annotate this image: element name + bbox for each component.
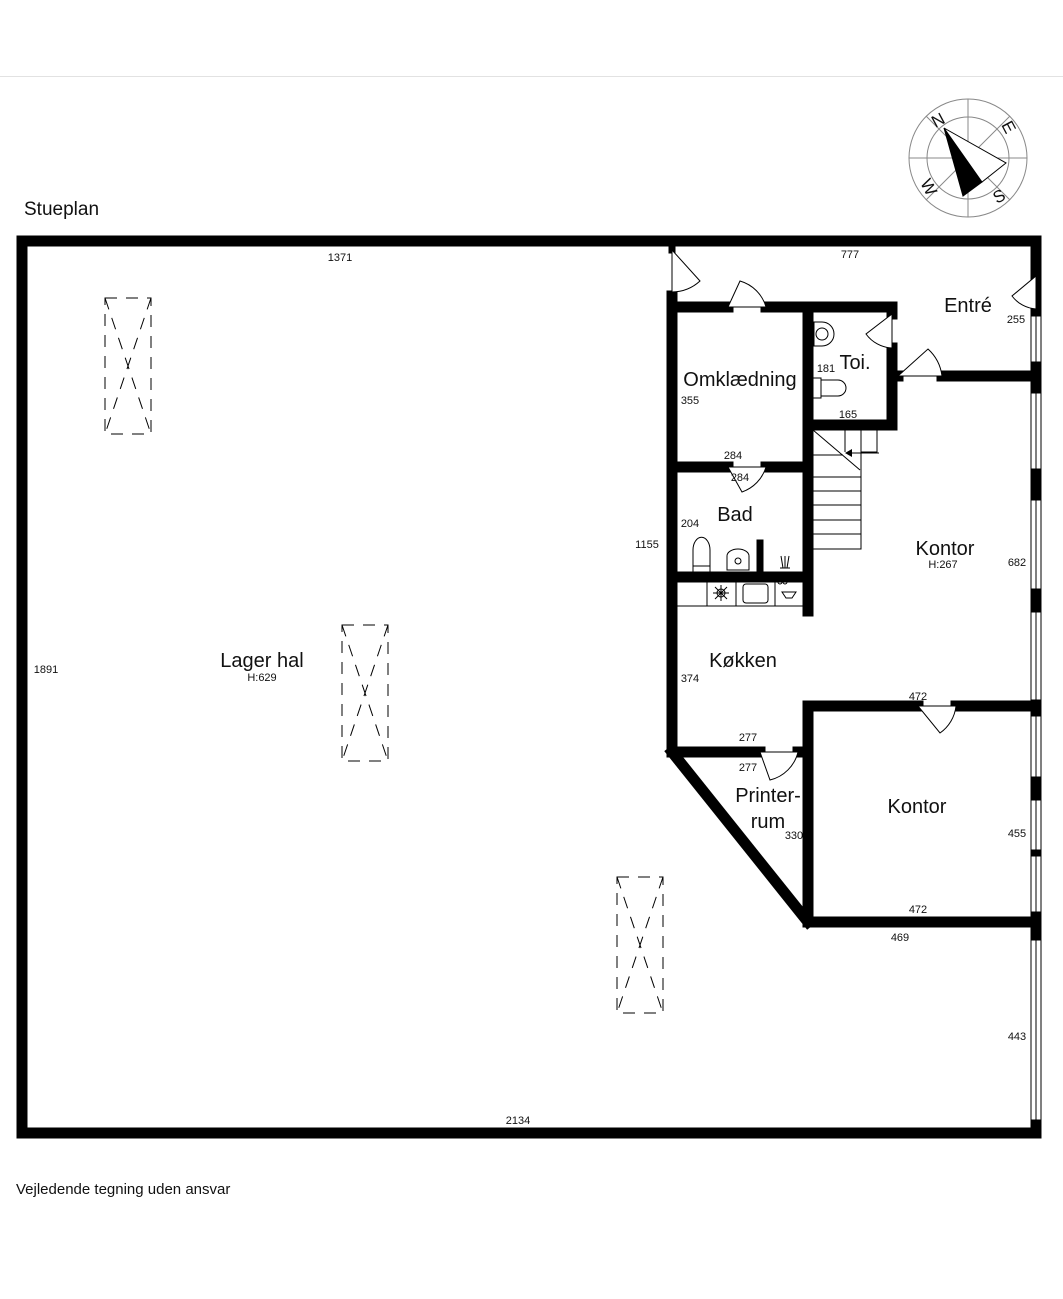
dim-bottom: 2134	[506, 1115, 530, 1127]
room-kontor2-name: Kontor	[888, 796, 947, 818]
plan-title: Stueplan	[24, 199, 100, 220]
room-kontor1-name: Kontor	[916, 538, 975, 560]
doors	[671, 248, 1037, 781]
room-omkl-name: Omklædning	[683, 369, 796, 391]
dim-top-left: 1371	[328, 252, 352, 264]
room-entre-name: Entré	[944, 295, 992, 317]
interior-walls	[664, 245, 1042, 930]
room-kokken-name: Køkken	[709, 650, 777, 672]
dim-kokken-height: 374	[681, 673, 699, 685]
room-bad-name: Bad	[717, 504, 753, 526]
dim-bad-height: 204	[681, 518, 699, 530]
room-toi-name: Toi.	[839, 352, 870, 374]
dim-bad-width: 284	[731, 472, 749, 484]
kitchen-counter	[676, 579, 805, 607]
hall-markings	[104, 297, 664, 1014]
room-printer-name-2: rum	[751, 811, 785, 833]
dim-entre-side: 255	[1007, 314, 1025, 326]
dim-lower-width: 469	[891, 932, 909, 944]
compass-rose-icon: N E S W	[908, 98, 1028, 218]
room-printer-name-1: Printer-	[735, 785, 801, 807]
toilet-fixtures	[812, 321, 847, 399]
dim-kontor2-bottom: 472	[909, 904, 927, 916]
dim-kokken-width: 277	[739, 732, 757, 744]
dim-toi-width: 165	[839, 409, 857, 421]
dim-kontor1-side: 682	[1008, 557, 1026, 569]
dimension-labels: 1371 777 255 355 181 165 284 284 204 115…	[34, 249, 1026, 1127]
room-lager-height: H:629	[247, 672, 276, 684]
dim-top-right: 777	[841, 249, 859, 261]
room-labels: Lager hal H:629 Omklædning Toi. Entré Ba…	[220, 295, 992, 833]
outer-walls	[16, 235, 1042, 1139]
dim-printer-height: 330	[785, 830, 803, 842]
staircase	[812, 429, 879, 550]
dim-lower-side: 443	[1008, 1031, 1026, 1043]
dim-left-height: 1891	[34, 664, 58, 676]
dim-inner-height: 1155	[635, 539, 659, 551]
disclaimer-text: Vejledende tegning uden ansvar	[16, 1181, 231, 1198]
header-divider	[0, 76, 1063, 77]
room-kontor1-height: H:267	[928, 559, 957, 571]
windows	[1030, 315, 1042, 1121]
compass-w-label: W	[916, 176, 940, 199]
dim-kontor2-top: 472	[909, 691, 927, 703]
dim-toi-height: 181	[817, 363, 835, 375]
bathroom-fixtures	[692, 536, 790, 575]
dim-omkl-height: 355	[681, 395, 699, 407]
dim-omkl-width: 284	[724, 450, 742, 462]
dim-kontor2-side: 455	[1008, 828, 1026, 840]
dim-printer-width: 277	[739, 762, 757, 774]
room-lager-name: Lager hal	[220, 650, 303, 672]
